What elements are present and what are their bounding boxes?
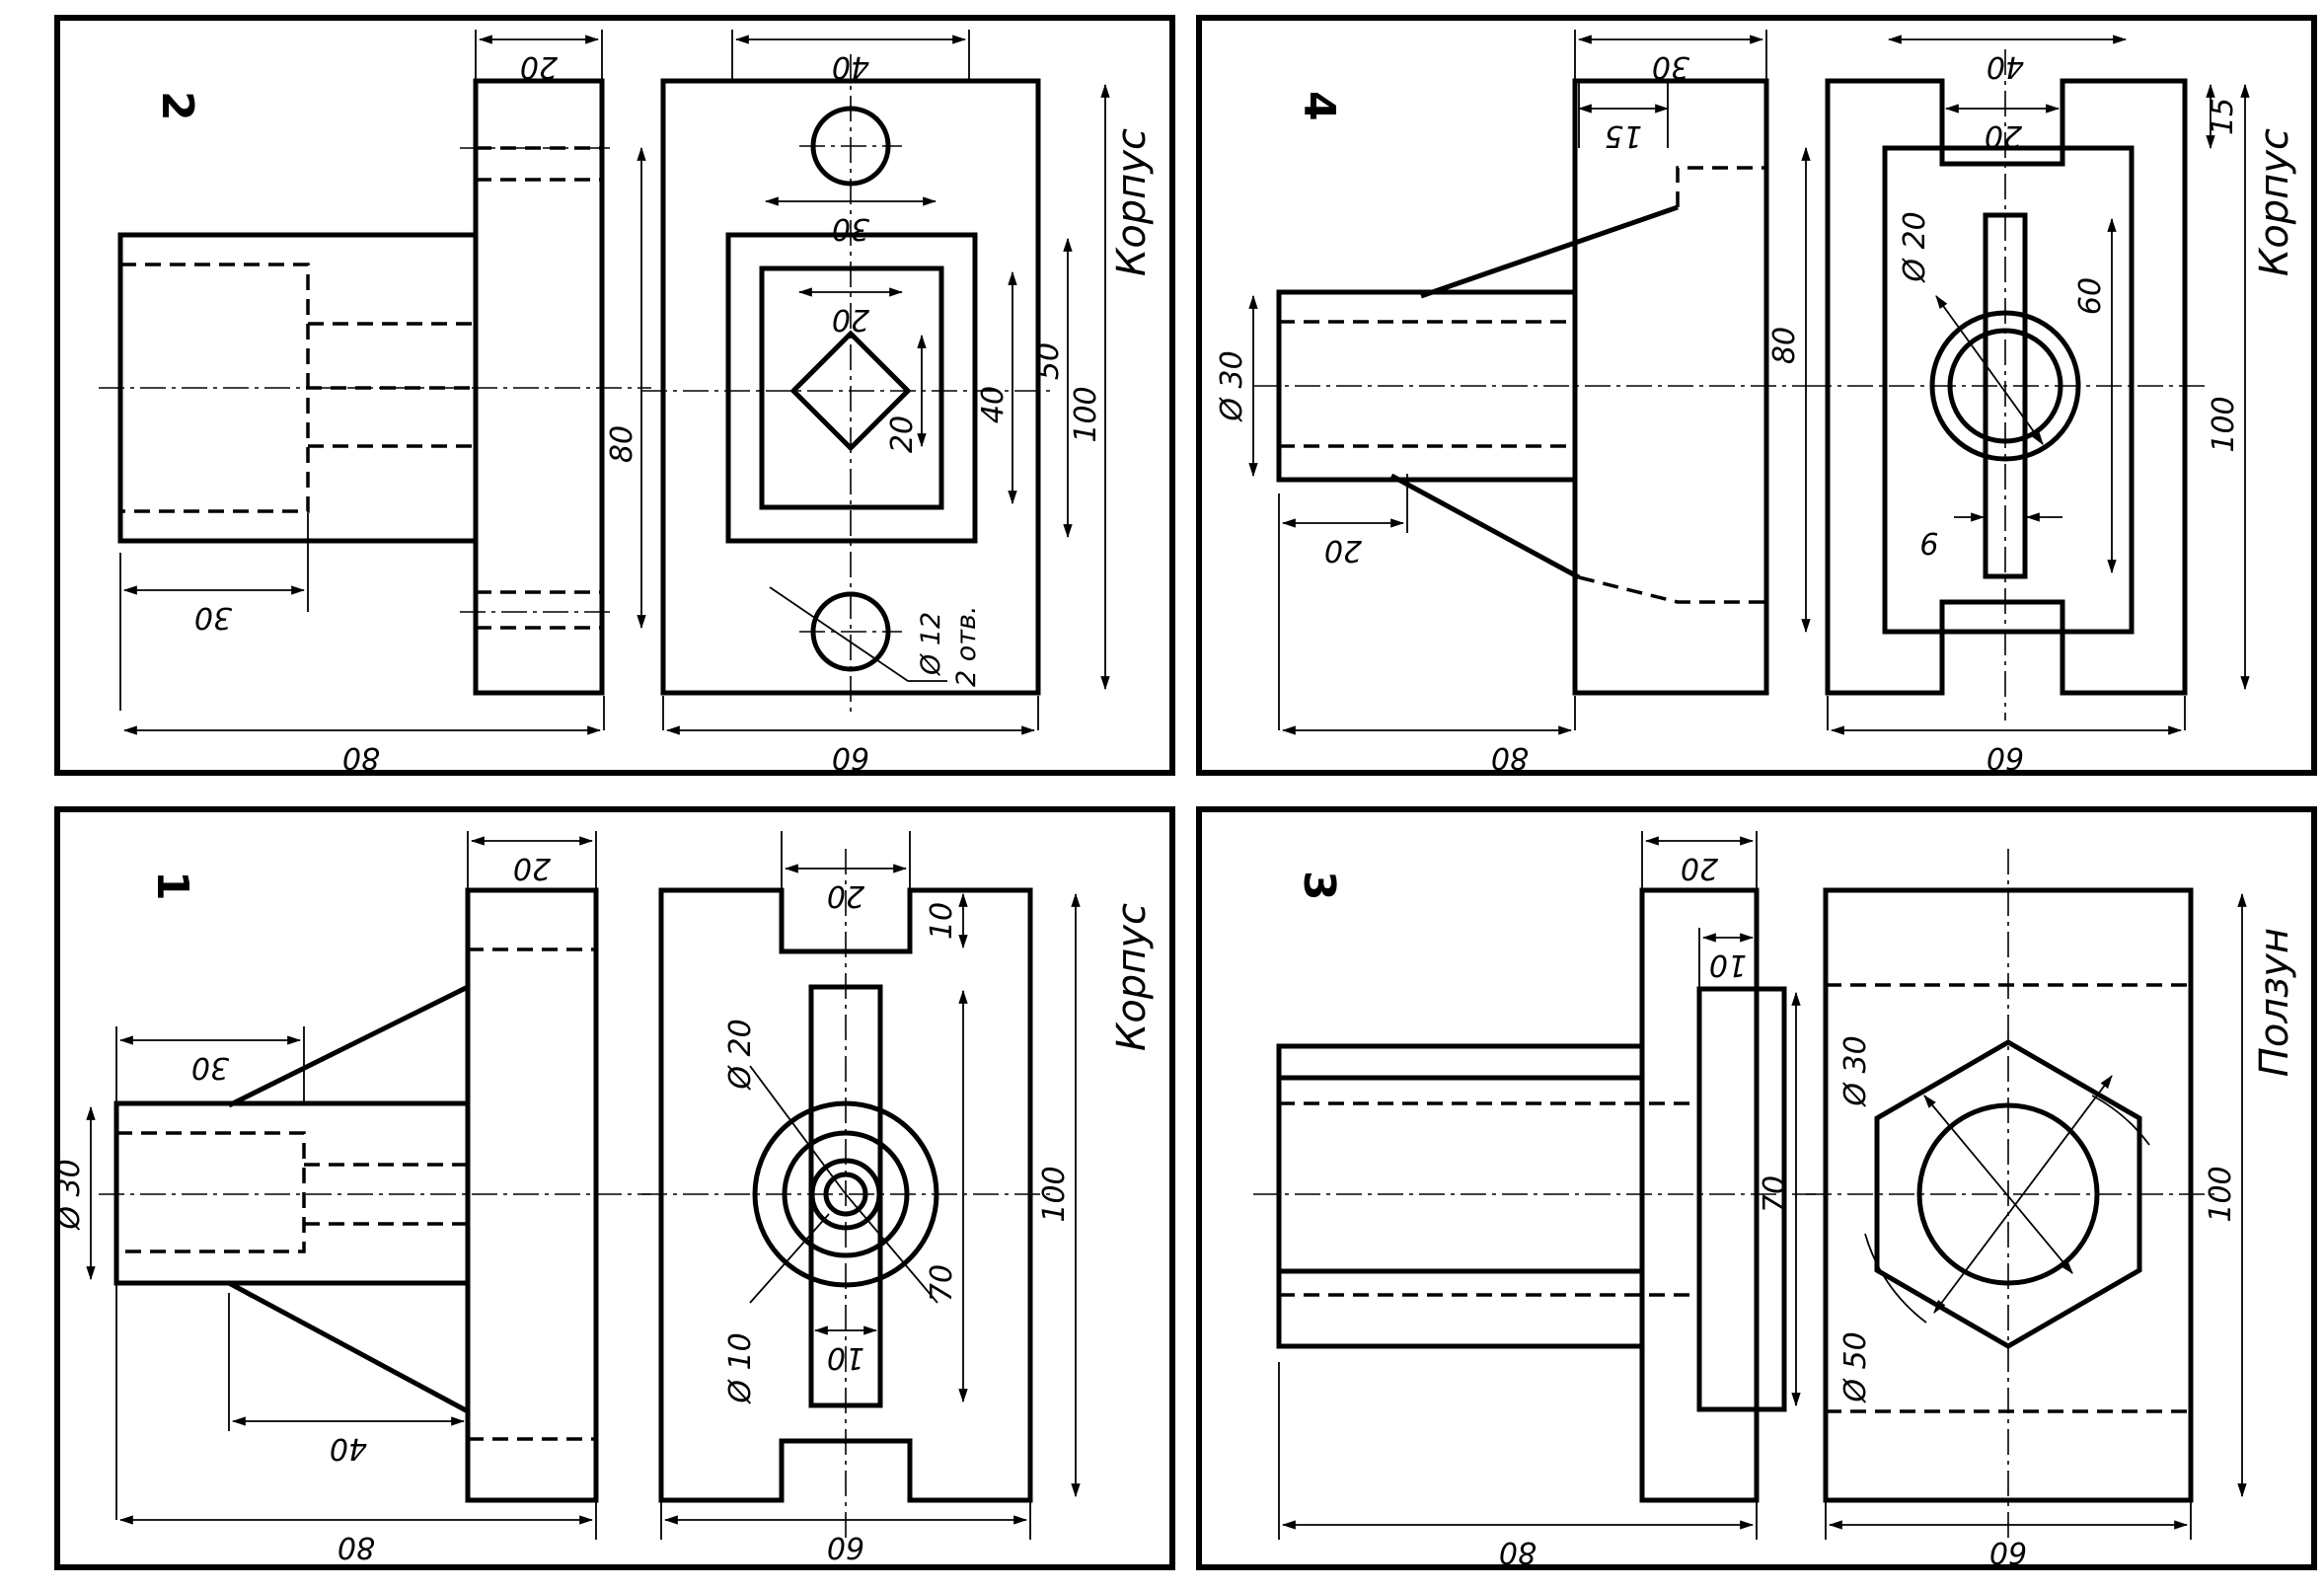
flange-outline (465, 887, 599, 1503)
dim-line (1923, 1095, 2073, 1274)
dim-label: 40 (330, 1431, 367, 1466)
dim-label: 70 (925, 1264, 959, 1302)
dim-label: 2 отв. (951, 605, 982, 687)
dim-label: 60 (1987, 740, 2024, 775)
dim-label: 100 (1069, 386, 1103, 442)
panel-frame (1196, 15, 2317, 776)
dim-label: Ø 30 (1838, 1035, 1873, 1107)
front-outline (658, 887, 1033, 1503)
dim-label: Ø 12 (916, 612, 946, 676)
dim-label: 20 (827, 878, 864, 913)
dim-label: 20 (832, 302, 869, 337)
flange-outline (1639, 887, 1760, 1503)
dim-label: 20 (520, 49, 558, 84)
panel-4: 4 Корпус 30 15 40 20 15 Ø 30 20 (1196, 15, 2317, 776)
boss-lines (1279, 1075, 1642, 1274)
dim-label: Ø 50 (1838, 1331, 1873, 1403)
hidden-lines (116, 947, 596, 1441)
part-title: Ползун (2252, 928, 2297, 1077)
rib-lines (227, 984, 470, 1414)
dim-label: 80 (1491, 740, 1529, 775)
sheet-number: 3 (1294, 871, 1344, 901)
panel-2: 2 Корпус 20 40 30 20 30 80 (54, 15, 1175, 776)
panel-frame (1196, 806, 2317, 1570)
recess-outer (725, 232, 978, 544)
part-title: Корпус (1109, 128, 1155, 276)
front-center-lines (1806, 849, 2220, 1540)
dim-label: 30 (194, 600, 232, 635)
dim-label: 9 (1919, 525, 1938, 560)
part-title: Корпус (1109, 903, 1155, 1051)
dim-label: 30 (191, 1050, 229, 1085)
dim-label: Ø 20 (1898, 211, 1932, 283)
extension-lines (115, 831, 1031, 1540)
dim-label: 80 (342, 740, 380, 775)
step-outline (1696, 986, 1787, 1412)
dim-label: 10 (925, 902, 959, 940)
part-title: Корпус (2252, 128, 2297, 276)
dim-label: Ø 30 (52, 1159, 87, 1231)
dim-label: 10 (827, 1340, 864, 1375)
dim-label: 30 (832, 211, 869, 246)
dim-label: 70 (1758, 1175, 1792, 1213)
flange-outline (473, 78, 605, 696)
boss-outline (113, 1100, 471, 1286)
sheet-number: 1 (147, 871, 197, 901)
dim-label: 60 (832, 740, 869, 775)
panel-frame (54, 806, 1175, 1570)
dim-label: 20 (1324, 533, 1362, 568)
dim-label: 15 (2206, 98, 2240, 135)
recess-inner (759, 265, 944, 510)
hole-leader (769, 586, 947, 682)
dim-label: 60 (2073, 277, 2108, 315)
dim-label: 40 (832, 49, 869, 84)
rib-lines (1389, 204, 1679, 580)
dim-label: 30 (1652, 49, 1689, 84)
front-center-lines (641, 54, 1056, 716)
dim-label: 10 (1709, 947, 1747, 982)
dim-label: Ø 10 (723, 1332, 758, 1404)
panel-1: 1 Корпус 20 20 10 30 Ø 30 40 80 60 (52, 806, 1175, 1570)
dim-label: Ø 30 (1215, 350, 1249, 422)
center-lines (99, 147, 651, 613)
sheet-number: 2 (152, 91, 202, 121)
dim-label: 15 (1605, 118, 1642, 153)
boss-outline (1276, 1043, 1645, 1349)
inner-pocket (1882, 145, 2135, 635)
dim-label: 100 (1037, 1166, 1072, 1222)
dim-label: 40 (1987, 49, 2024, 84)
extension-lines (1278, 831, 2192, 1540)
dim-label: 60 (827, 1530, 864, 1564)
dim-label: 50 (1031, 342, 1066, 380)
flange-outline (1572, 78, 1769, 696)
dim-label: 20 (1681, 851, 1718, 885)
dim-label: 80 (1767, 327, 1802, 364)
panel-3: 3 Ползун 20 10 70 Ø 30 Ø 50 100 80 60 (1196, 806, 2317, 1570)
dim-label: 20 (513, 851, 551, 885)
dim-label: 100 (2204, 1166, 2238, 1222)
hidden-lines (1279, 1101, 1699, 1297)
hidden-lines (1279, 166, 1766, 604)
dim-label: 20 (1985, 118, 2022, 153)
dim-label: 100 (2207, 396, 2241, 452)
dim-line (1933, 1075, 2113, 1314)
dim-line (1935, 295, 2044, 445)
dim-label: Ø 20 (723, 1019, 758, 1091)
sheet-number: 4 (1294, 91, 1344, 121)
dim-label: 60 (1989, 1535, 2027, 1569)
extension-lines (1278, 30, 2186, 730)
dim-label: 40 (976, 386, 1011, 423)
extension-lines (119, 30, 1039, 730)
dim-label: 80 (337, 1530, 375, 1564)
dim-label: 80 (605, 425, 639, 463)
front-outline (1825, 78, 2188, 696)
leaders (749, 1065, 938, 1304)
dim-label: 80 (1499, 1535, 1537, 1569)
dim-label: 20 (885, 416, 920, 453)
panel-frame (54, 15, 1175, 776)
